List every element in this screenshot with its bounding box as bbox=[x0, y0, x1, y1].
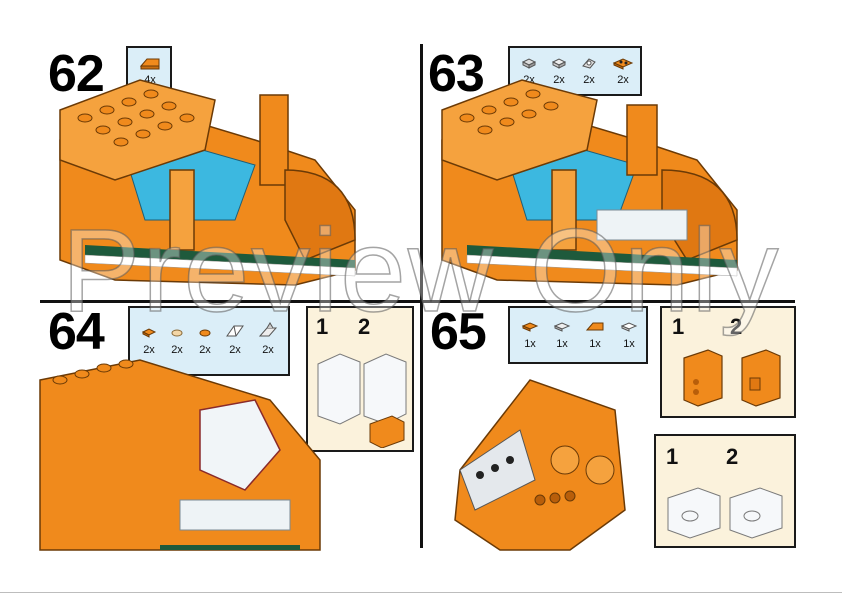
round-plate-icon bbox=[199, 329, 211, 337]
tile-icon bbox=[620, 322, 638, 332]
part-1x1-plate-grey: 2x bbox=[544, 56, 574, 86]
plate-orange-icon bbox=[141, 328, 157, 338]
plate-orange-icon bbox=[521, 322, 539, 332]
part-qty: 2x bbox=[229, 344, 241, 356]
part-round-orange: 2x bbox=[190, 326, 220, 356]
part-slope-orange: 1x bbox=[578, 320, 612, 350]
sub-step-2: 2 bbox=[358, 314, 371, 339]
part-hinge-grey: 2x bbox=[250, 322, 286, 356]
slope-brick-icon bbox=[139, 58, 160, 70]
sub-assembly-orange-bricks bbox=[683, 349, 781, 407]
part-qty: 2x bbox=[171, 344, 183, 356]
parts-list-65: 1x 1x 1x 1x bbox=[508, 306, 648, 364]
page-footer-line bbox=[0, 592, 842, 593]
step-number-64: 64 bbox=[48, 303, 105, 361]
hinge-icon bbox=[226, 325, 244, 337]
part-qty: 2x bbox=[262, 344, 274, 356]
part-qty: 4x bbox=[144, 74, 156, 86]
part-qty: 2x bbox=[143, 344, 155, 356]
part-plate-orange: 1x bbox=[514, 320, 546, 350]
sub-step-1: 1 bbox=[666, 444, 679, 469]
part-round-tan: 2x bbox=[162, 326, 192, 356]
sub-step-2: 2 bbox=[730, 314, 743, 339]
callout-65-top: 1 2 bbox=[660, 306, 796, 418]
part-tile-white: 1x bbox=[612, 320, 646, 350]
part-qty: 1x bbox=[524, 338, 536, 350]
model-step-62 bbox=[59, 79, 356, 286]
part-qty: 2x bbox=[199, 344, 211, 356]
step-number-62: 62 bbox=[48, 45, 105, 103]
sub-step-1: 1 bbox=[316, 314, 329, 339]
sub-assembly-clear-bricks bbox=[667, 487, 783, 539]
part-qty: 2x bbox=[523, 74, 535, 86]
plate-icon bbox=[551, 58, 567, 69]
sub-step-1: 1 bbox=[672, 314, 685, 339]
part-hinge-clear: 2x bbox=[218, 322, 252, 356]
round-tile-icon bbox=[171, 329, 183, 337]
model-step-63 bbox=[441, 79, 738, 286]
part-qty: 1x bbox=[589, 338, 601, 350]
callout-64-right: 1 2 bbox=[306, 306, 414, 452]
hinge-icon bbox=[258, 322, 278, 337]
step-number-65: 65 bbox=[430, 303, 487, 361]
part-slope-orange: 4x bbox=[134, 56, 166, 86]
sub-assembly-windows bbox=[317, 353, 407, 448]
part-qty: 2x bbox=[583, 74, 595, 86]
plate-orange-icon bbox=[612, 58, 634, 70]
part-qty: 2x bbox=[617, 74, 629, 86]
callout-65-bottom: 1 2 bbox=[654, 434, 796, 548]
step-number-63: 63 bbox=[428, 45, 485, 103]
part-plate-orange: 2x bbox=[134, 326, 164, 356]
clip-icon bbox=[582, 58, 596, 69]
slope-brick-icon bbox=[585, 322, 604, 331]
part-qty: 1x bbox=[623, 338, 635, 350]
model-step-65 bbox=[454, 379, 626, 551]
part-clip-grey: 2x bbox=[574, 56, 604, 86]
tile-icon bbox=[521, 58, 537, 69]
part-plate-orange: 2x bbox=[606, 56, 640, 86]
part-qty: 2x bbox=[553, 74, 565, 86]
tile-icon bbox=[553, 322, 571, 332]
horizontal-divider bbox=[40, 300, 795, 303]
model-step-64 bbox=[39, 359, 321, 551]
vertical-divider bbox=[420, 44, 423, 548]
part-qty: 1x bbox=[556, 338, 568, 350]
sub-step-2: 2 bbox=[726, 444, 739, 469]
part-1x1-tile-grey: 2x bbox=[514, 56, 544, 86]
part-tile-grey: 1x bbox=[546, 320, 578, 350]
